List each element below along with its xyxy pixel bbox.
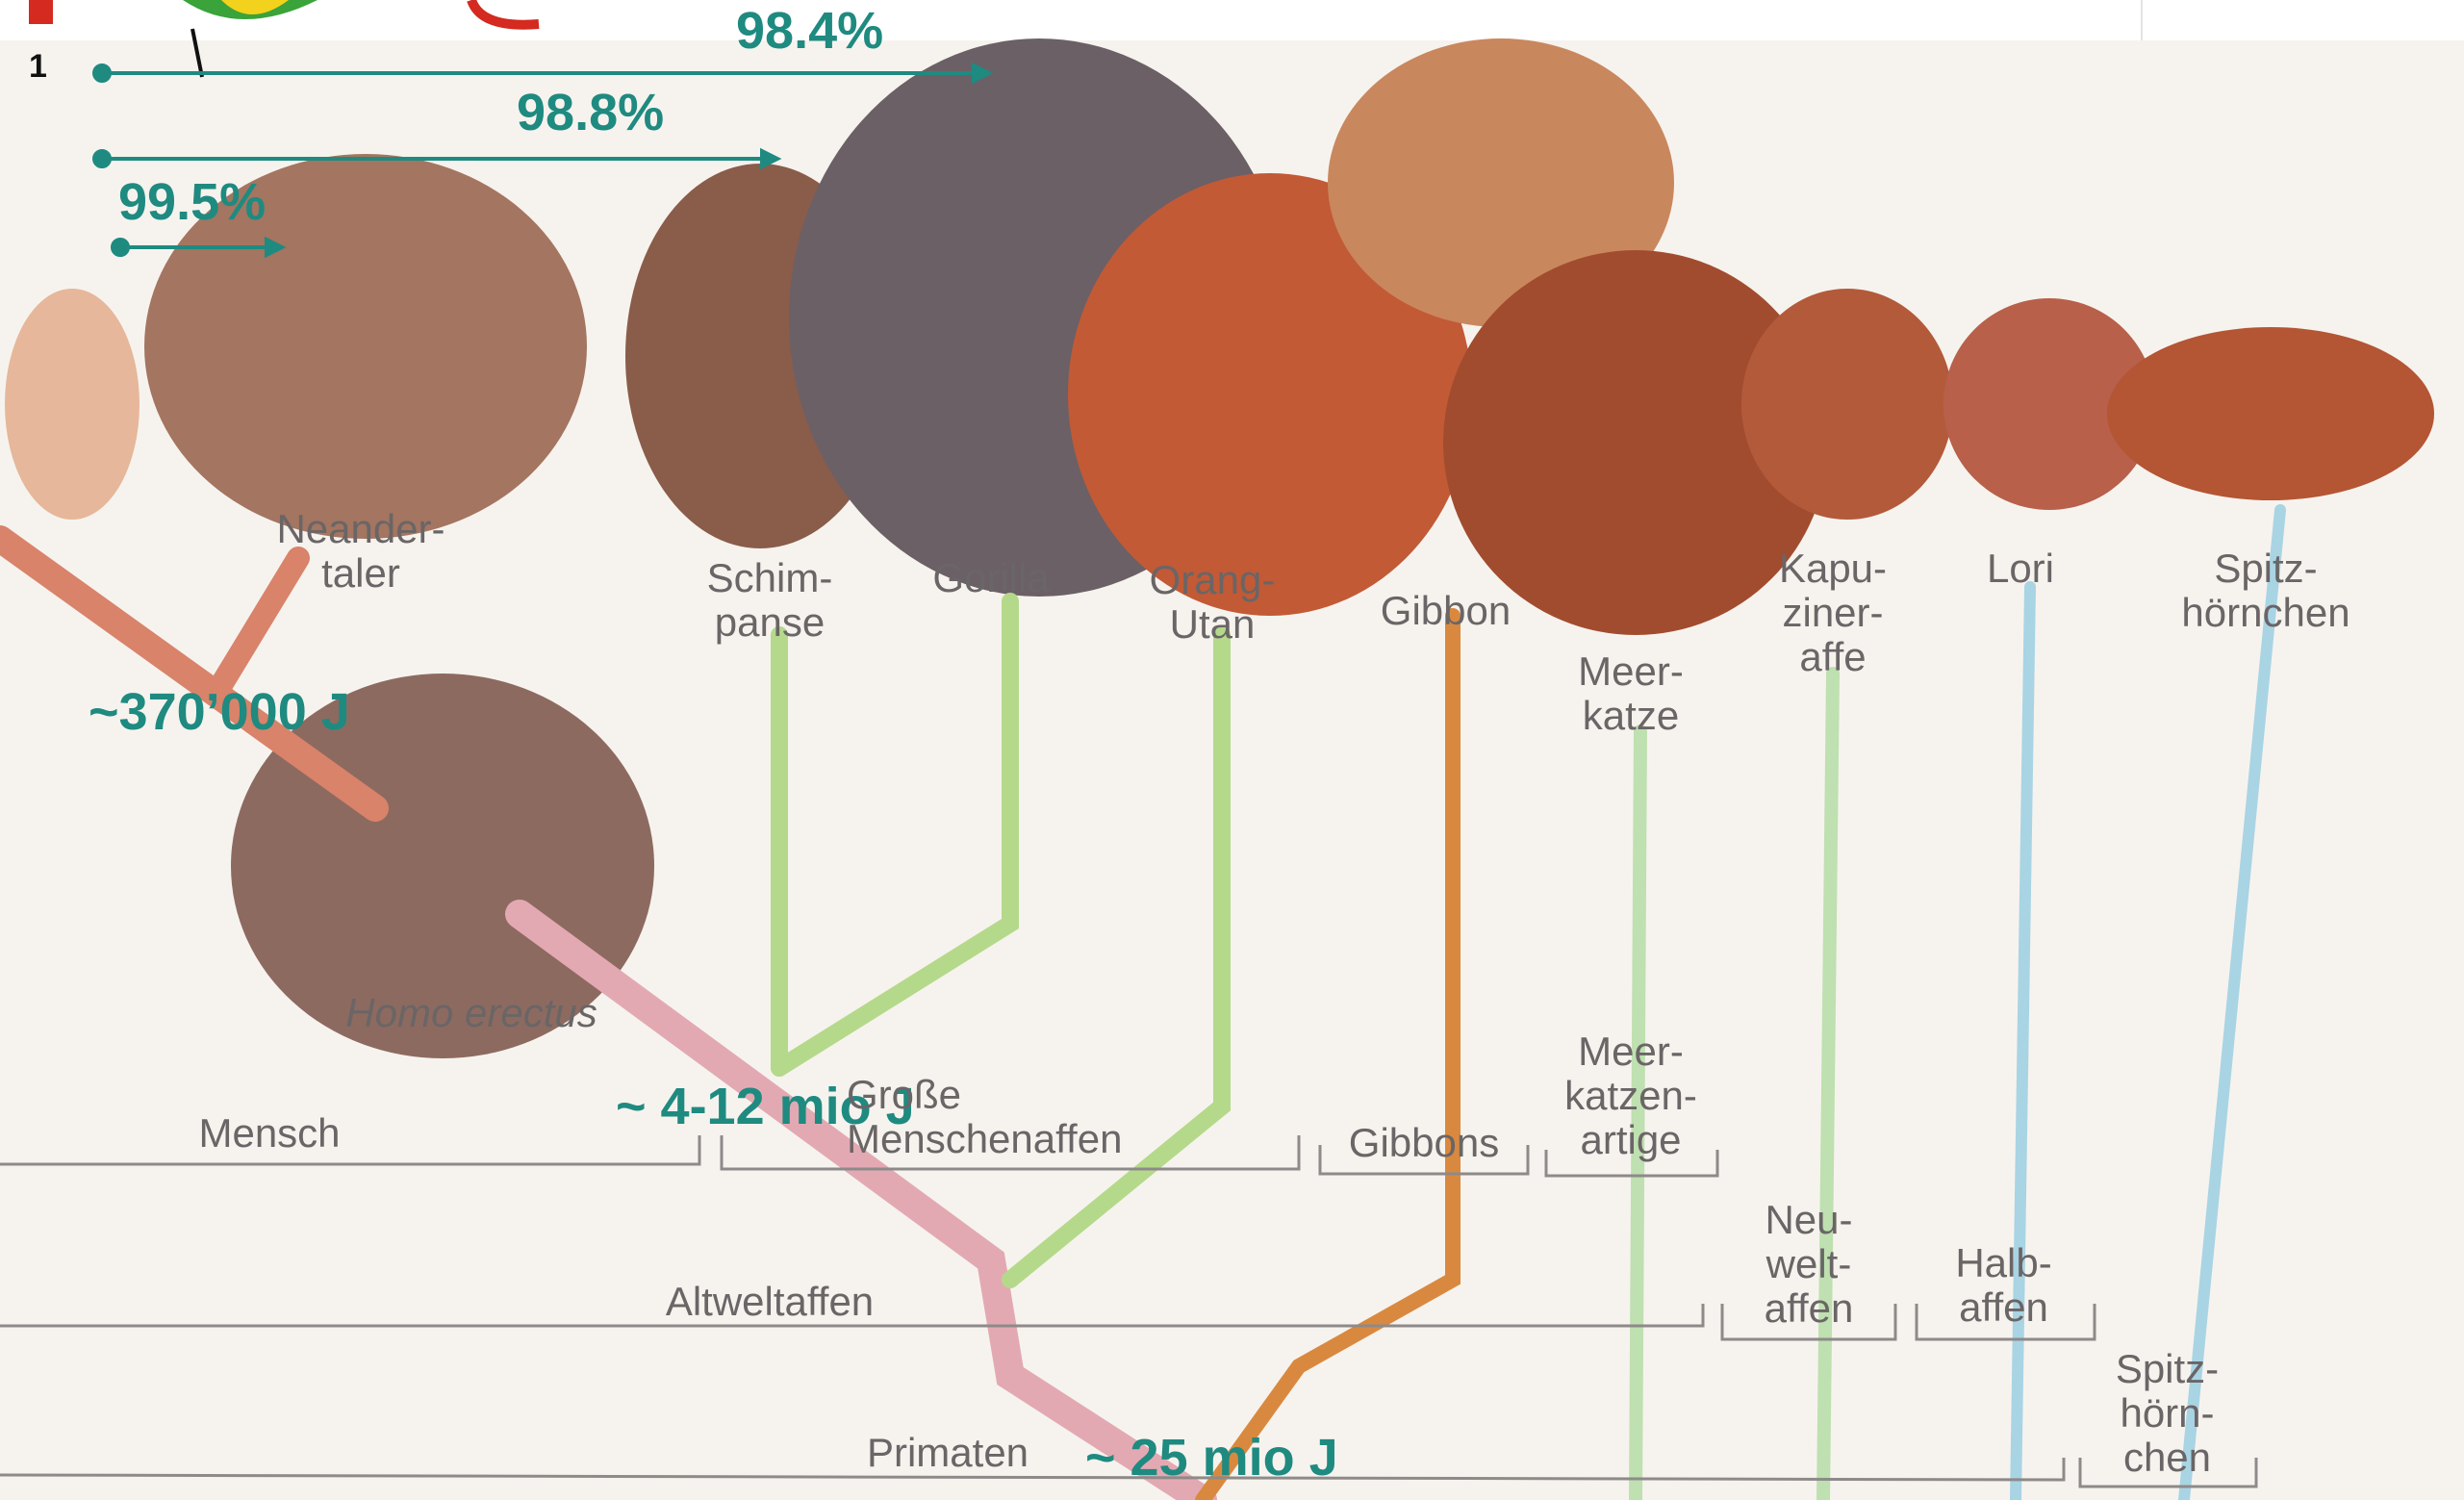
time-neanderthal: ~370’000 J (89, 683, 350, 741)
label-grosse-menschenaffen: Große Menschenaffen (847, 1073, 1174, 1161)
label-meerkatzenartige: Meer- katzen- artige (1539, 1030, 1722, 1162)
label-gorilla: Gorilla (900, 556, 1082, 600)
label-neuweltaffen: Neu- welt- affen (1727, 1198, 1891, 1331)
label-schimpanse: Schim- panse (673, 556, 866, 645)
label-orang-utan: Orang- Utan (1116, 558, 1308, 647)
slide-number: 1 (29, 48, 47, 86)
label-meerkatze: Meer- katze (1539, 649, 1722, 738)
time-primates: ~ 25 mio J (1085, 1429, 1338, 1487)
lori-branch (2016, 587, 2030, 1500)
gibbon-branch (1203, 616, 1453, 1500)
label-kapuzineraffe: Kapu- ziner- affe (1746, 547, 1919, 679)
label-spitzhoernchen-group: Spitz- hörn- chen (2083, 1347, 2251, 1480)
label-neandertaler: Neander- taler (245, 507, 476, 596)
gorilla-branch (779, 601, 1010, 1068)
label-spitzhoernchen: Spitz- hörnchen (2146, 547, 2386, 635)
identity-gorilla: 98.8% (517, 84, 664, 141)
label-primaten: Primaten (827, 1431, 1068, 1475)
label-gibbons: Gibbons (1323, 1121, 1525, 1165)
label-halbaffen: Halb- affen (1919, 1241, 2088, 1330)
orangutan-branch (1010, 635, 1222, 1280)
tree-shrew-figure (2107, 327, 2434, 500)
capuchin-figure (1741, 289, 1953, 520)
label-lori: Lori (1963, 547, 2078, 591)
label-gibbon: Gibbon (1347, 589, 1544, 633)
identity-neanderthal: 99.5% (118, 173, 266, 231)
capuchin-branch (1823, 674, 1833, 1500)
homo-sapiens-figure (5, 289, 140, 520)
identity-chimp: 98.4% (736, 2, 883, 60)
label-altweltaffen: Altweltaffen (625, 1280, 914, 1324)
label-homo-erectus: Homo erectus (308, 991, 635, 1035)
label-mensch: Mensch (164, 1111, 375, 1156)
